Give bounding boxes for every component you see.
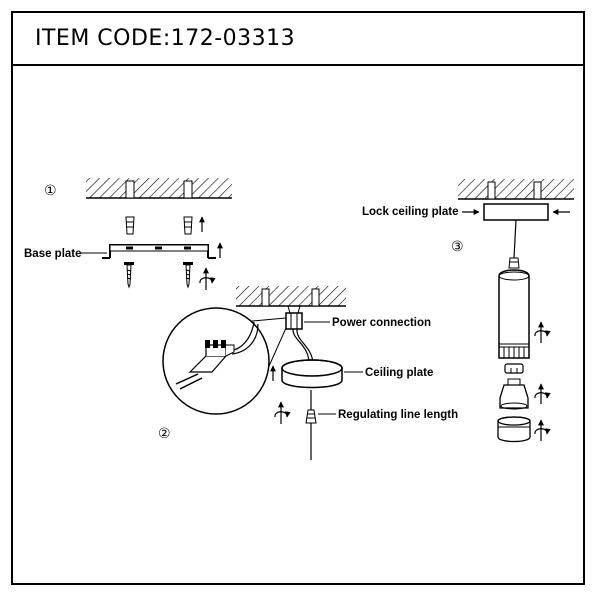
bottom-ring-part — [497, 416, 531, 443]
terminal-detail-magnifier — [162, 307, 287, 415]
line-regulator-part — [305, 409, 317, 424]
line-regulator-part — [508, 257, 520, 269]
step-3-number: ③ — [451, 239, 464, 255]
step-1-group: ① Base plate — [24, 178, 232, 290]
rotate-up-icon — [534, 419, 551, 441]
rotate-up-icon — [274, 401, 291, 424]
terminal-block-part — [285, 305, 303, 330]
cylinder-lamp-body-part — [498, 269, 530, 359]
step-3-group: ③ Lock ceiling plate — [362, 179, 574, 443]
header-bar: ITEM CODE:172-03313 — [13, 13, 583, 66]
screw-icon — [124, 262, 193, 289]
base-plate-label: Base plate — [24, 248, 82, 260]
locked-ceiling-plate-part — [483, 203, 549, 221]
diagram-frame: ITEM CODE:172-03313 — [11, 11, 585, 585]
regulating-line-label: Regulating line length — [338, 409, 458, 421]
step-2-number: ② — [158, 426, 171, 442]
rotate-up-icon — [534, 383, 551, 404]
step-1-number: ① — [44, 183, 57, 199]
ceiling-hatch-2 — [236, 286, 346, 307]
ceiling-plate-label: Ceiling plate — [365, 367, 433, 379]
ceiling-hatch-1 — [86, 178, 232, 199]
cable-line — [513, 219, 517, 259]
item-code-title: ITEM CODE:172-03313 — [35, 26, 296, 51]
ceiling-plate-part — [281, 359, 343, 389]
ceiling-hatch-3 — [458, 179, 574, 200]
lock-ceiling-plate-label: Lock ceiling plate — [362, 206, 459, 218]
base-plate-part — [102, 244, 216, 259]
wall-anchor-icon — [125, 216, 193, 235]
rotate-up-icon — [534, 321, 551, 343]
rotate-up-icon — [199, 267, 216, 290]
power-connection-label: Power connection — [332, 317, 431, 329]
step-2-group: ② Power connection — [158, 286, 458, 460]
gu10-bulb-part — [499, 378, 529, 410]
socket-connector-part — [504, 363, 524, 374]
